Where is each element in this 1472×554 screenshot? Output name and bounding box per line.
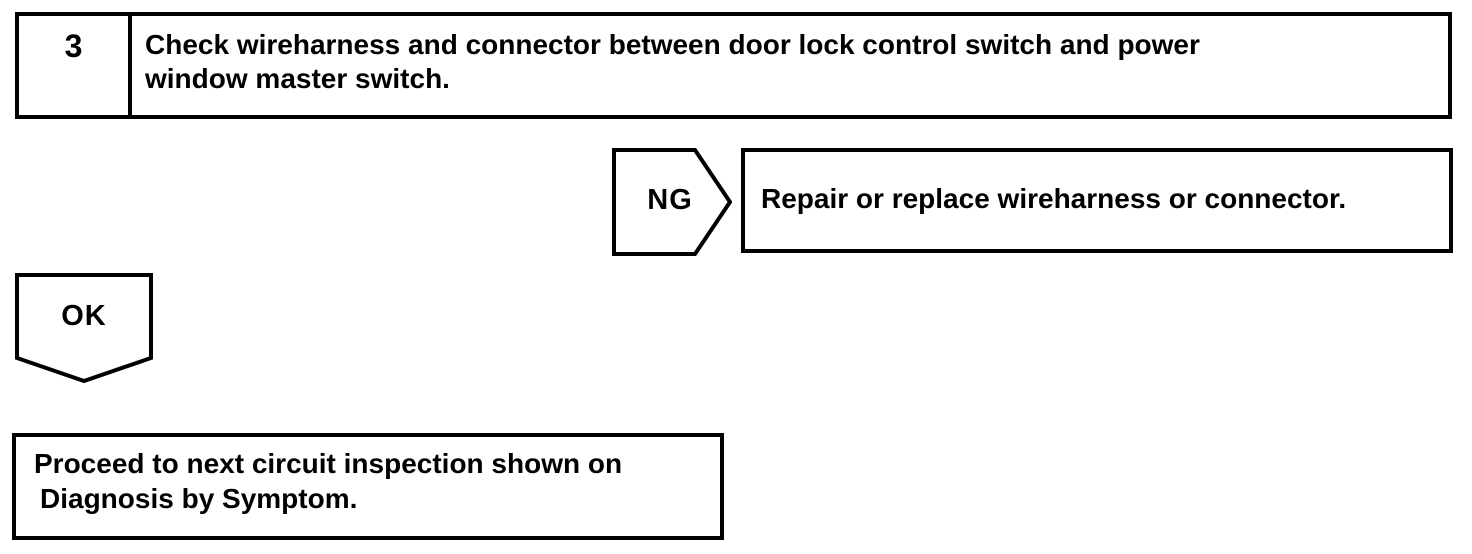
step-number: 3 — [19, 16, 132, 115]
ng-pentagon-right-icon — [612, 148, 732, 256]
ok-label: OK — [61, 299, 107, 332]
step-instruction-line-1: Check wireharness and connector between … — [145, 29, 1200, 60]
ok-action-line-2: Diagnosis by Symptom. — [40, 483, 358, 514]
ok-connector: OK — [15, 273, 153, 383]
ok-pentagon-down-icon — [15, 273, 153, 383]
ng-connector: NG — [612, 148, 732, 256]
ok-action-line-1: Proceed to next circuit inspection shown… — [34, 448, 623, 479]
ok-action-box: Proceed to next circuit inspection shown… — [12, 433, 724, 540]
ng-action-text: Repair or replace wireharness or connect… — [761, 182, 1347, 214]
step-box: 3 Check wireharness and connector betwee… — [15, 12, 1452, 119]
step-instruction-line-2: window master switch. — [145, 63, 450, 94]
step-instruction: Check wireharness and connector between … — [132, 16, 1448, 115]
ng-label: NG — [647, 183, 693, 216]
ng-action-box: Repair or replace wireharness or connect… — [741, 148, 1453, 253]
